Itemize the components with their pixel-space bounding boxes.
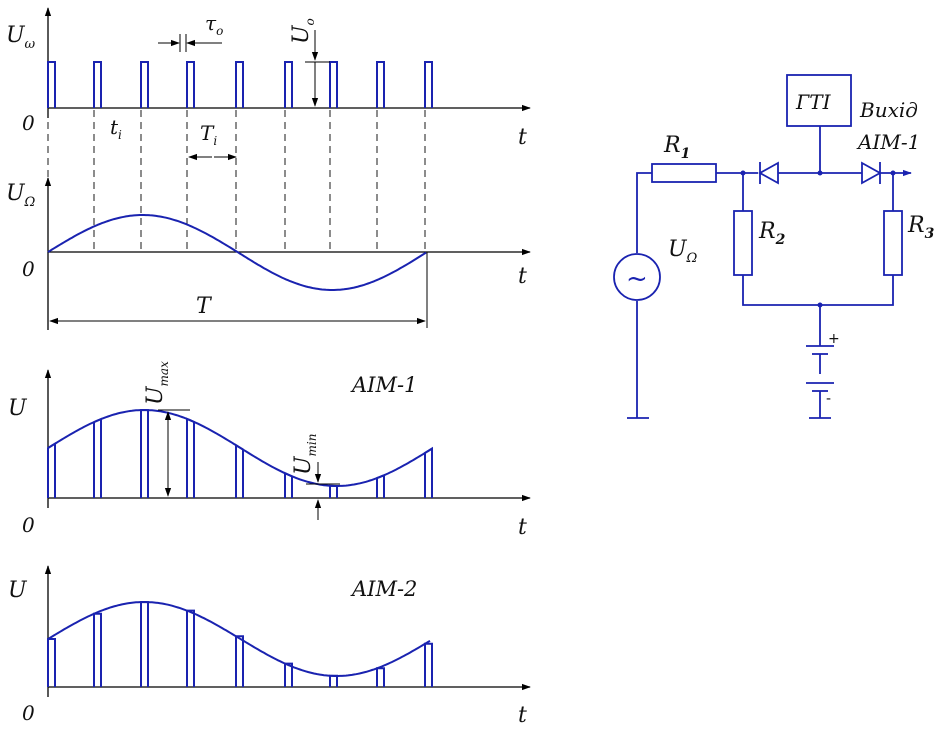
output-label-line1: Вихід (859, 98, 918, 122)
y-axis-label: Uω (6, 23, 36, 52)
diode1-triangle (758, 161, 779, 185)
battery-minus: - (826, 391, 831, 407)
aim2-pulse (47, 638, 56, 687)
carrier-pulse (424, 61, 433, 108)
origin-label: 0 (22, 257, 35, 281)
plot-title: AIM-1 (350, 373, 417, 397)
aim2-pulses (47, 601, 433, 687)
x-axis-label: t (518, 125, 527, 150)
origin-label: 0 (22, 111, 35, 135)
r1-label: R1 (663, 133, 690, 162)
aim2-pulse (186, 609, 195, 687)
aim2-pulse (93, 612, 102, 687)
aim2-pulse (376, 667, 385, 687)
plot-aim2: U 0 t AIM-2 (8, 565, 531, 728)
aim2-pulse (329, 674, 338, 687)
carrier-pulse (93, 61, 102, 108)
diode2-triangle (861, 161, 882, 185)
envelope-curve (47, 601, 431, 677)
y-axis-label: U (8, 396, 28, 421)
r2-label: R2 (758, 219, 786, 248)
aim1-pulse (329, 484, 338, 498)
carrier-pulse (140, 61, 149, 108)
x-axis-label: t (518, 515, 527, 540)
ac-glyph: ~ (626, 264, 648, 294)
source-label: UΩ (668, 237, 698, 266)
umin-label: Umin (291, 434, 319, 476)
aim1-pulses (47, 409, 433, 498)
x-axis-label: t (518, 703, 527, 728)
origin-label: 0 (22, 701, 35, 725)
y-axis-label: U (8, 578, 28, 603)
carrier-pulse (186, 61, 195, 108)
gti-label: ГТІ (795, 90, 832, 114)
output-label-line2: AIM-1 (856, 130, 920, 154)
aim2-pulse (424, 642, 433, 687)
Ti-label: Ti (200, 121, 217, 148)
plot-aim1: U 0 t AIM-1 Umax Umin (8, 361, 531, 540)
plot-title: AIM-2 (350, 577, 417, 601)
circuit-schematic: ~ UΩ R1 ГТІ Вихід AIM-1 R2 R3 (613, 74, 935, 419)
aim1-pulse (186, 417, 195, 498)
sampling-guides (47, 110, 426, 252)
wire-source-top (636, 172, 652, 253)
gti-block (786, 74, 852, 127)
x-axis-label: t (518, 264, 527, 289)
aim1-pulse (376, 473, 385, 498)
ac-source-symbol (613, 253, 661, 301)
battery-plus: + (828, 331, 840, 347)
r3-label: R3 (907, 213, 935, 242)
carrier-pulse (47, 61, 56, 108)
ti-label: ti (110, 115, 122, 142)
resistor-r1 (651, 163, 717, 183)
plot-carrier-pulses: Uω 0 t τo Uo ti Ti (6, 7, 531, 161)
aim2-pulse (284, 662, 293, 687)
resistor-r3 (883, 210, 903, 276)
signal-curve (47, 214, 427, 291)
y-axis-label: UΩ (6, 181, 36, 210)
carrier-pulse (235, 61, 244, 108)
umax-label: Umax (143, 361, 171, 405)
tau-label: τo (205, 11, 223, 38)
aim1-pulse (235, 443, 244, 498)
origin-label: 0 (22, 513, 35, 537)
aim1-pulse (47, 441, 56, 498)
u0-label: Uo (289, 18, 317, 44)
plot-modulating-signal: UΩ 0 t T (6, 177, 531, 330)
carrier-pulse (329, 61, 338, 108)
carrier-pulse (376, 61, 385, 108)
aim2-pulse (140, 601, 149, 687)
aim1-pulse (284, 471, 293, 498)
period-label: T (196, 294, 213, 319)
aim1-pulse (424, 446, 433, 498)
aim2-pulse (235, 635, 244, 687)
wire-bottom-bus (742, 275, 894, 306)
aim1-pulse (140, 409, 149, 498)
carrier-pulse (284, 61, 293, 108)
resistor-r2 (733, 210, 753, 276)
aim1-pulse (93, 417, 102, 498)
pulse-train (47, 61, 433, 108)
